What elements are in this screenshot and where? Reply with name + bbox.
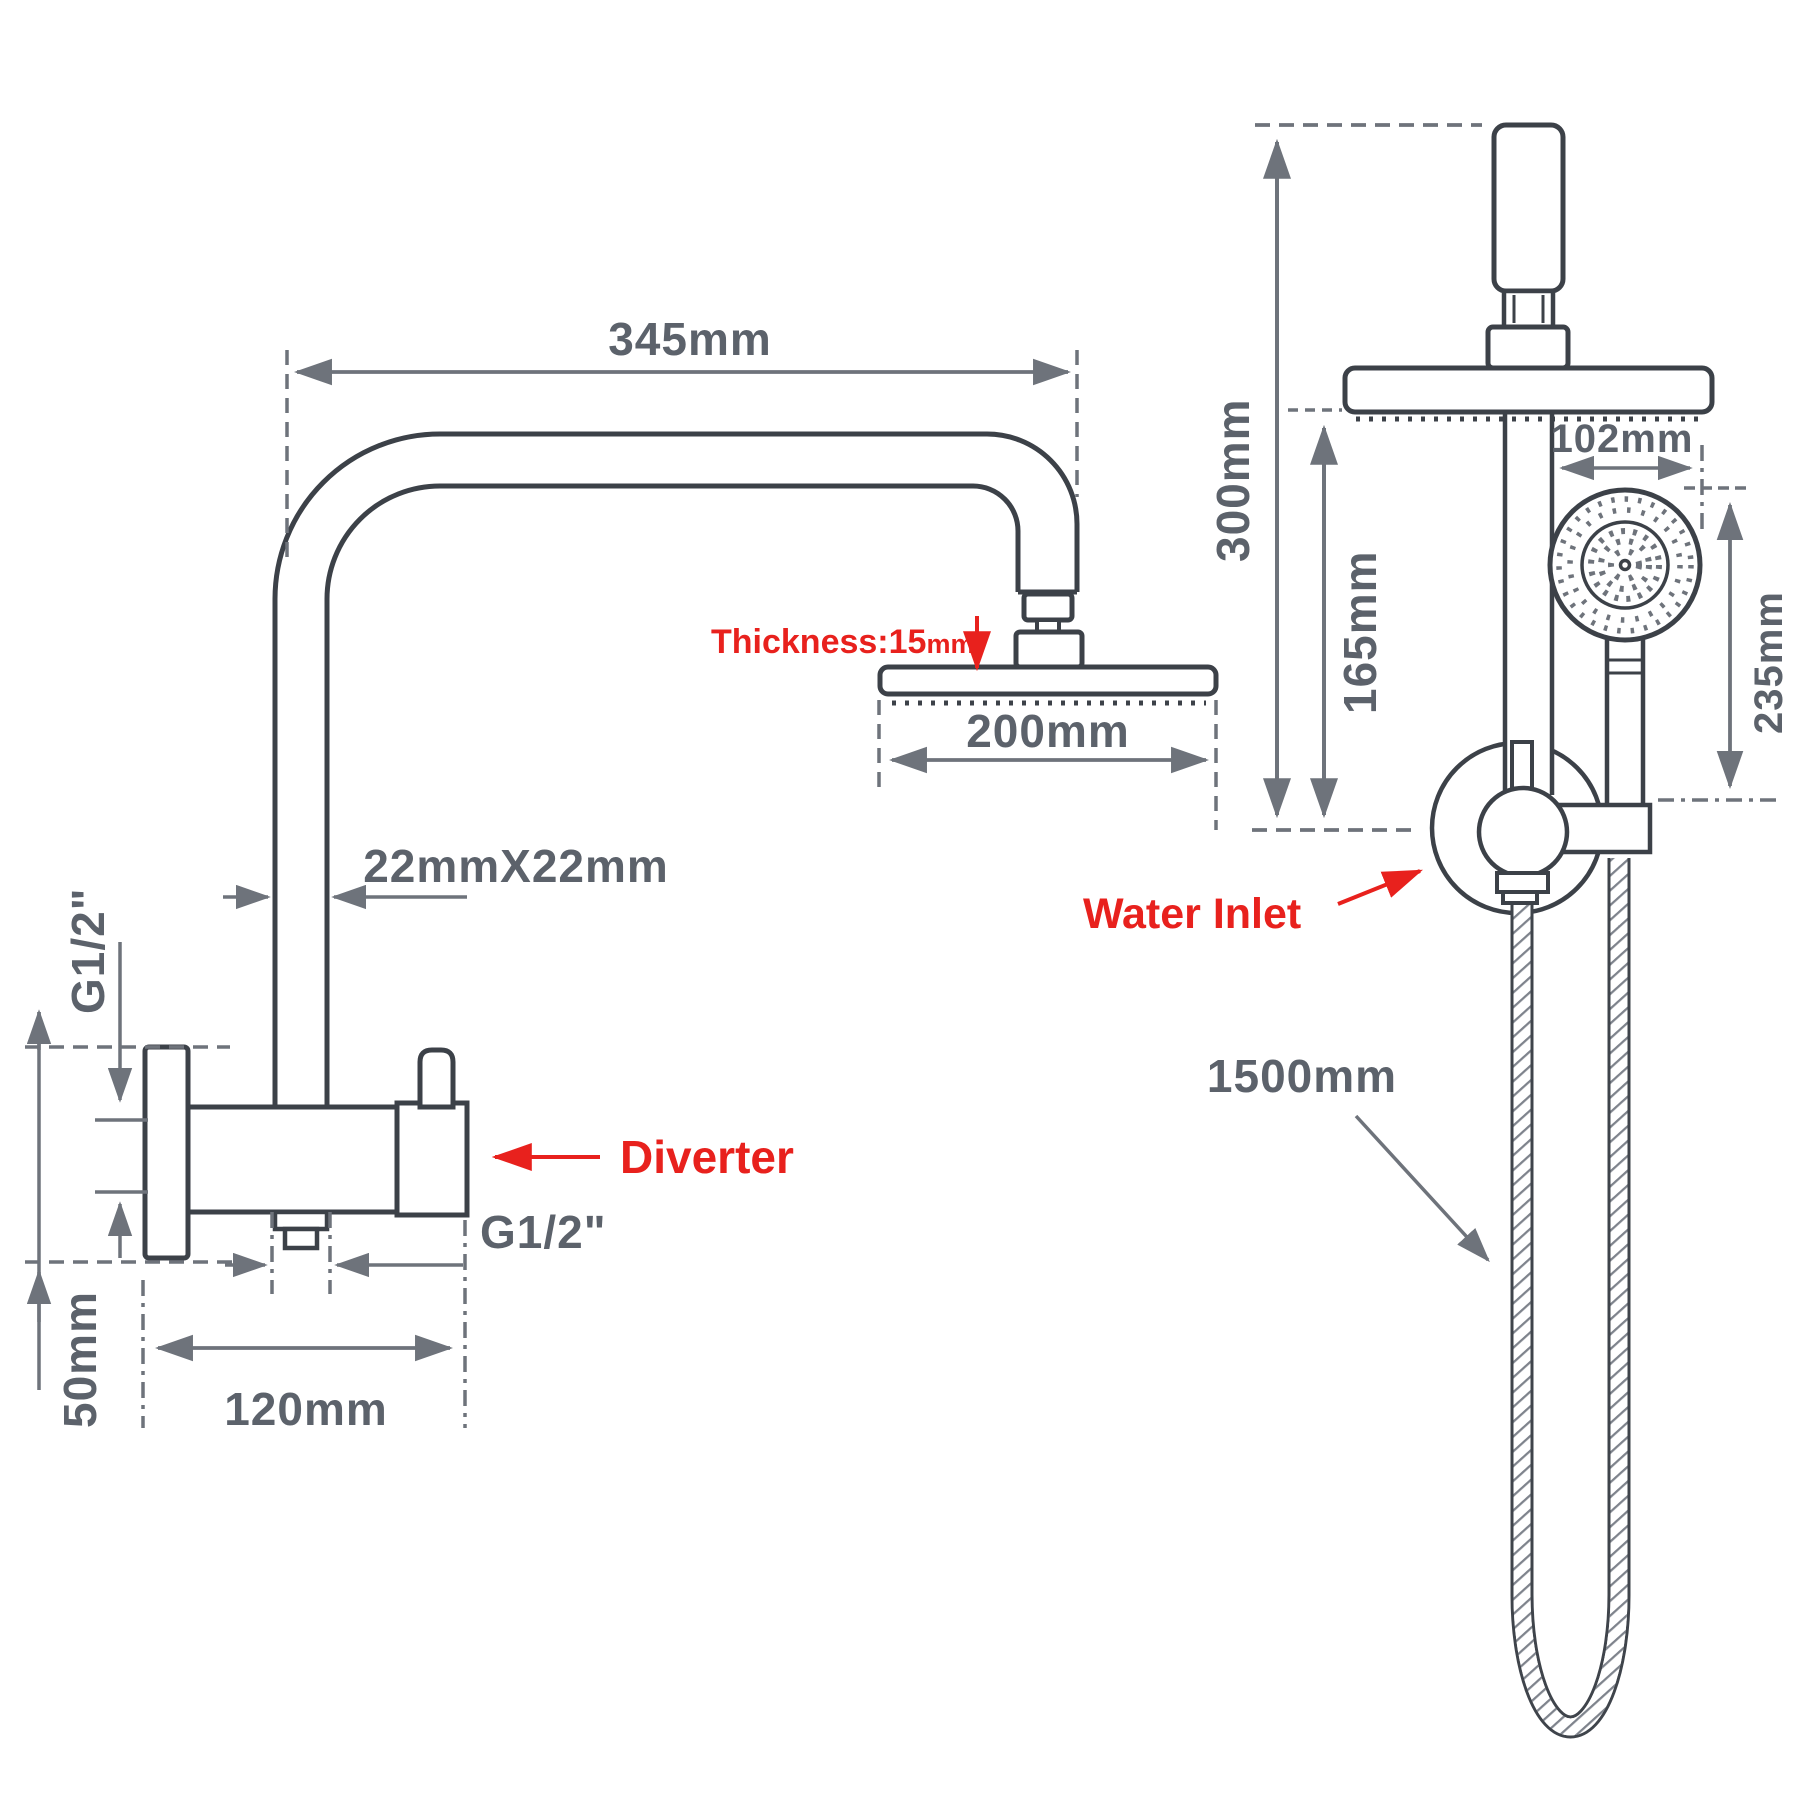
spray-center-rim [1580, 520, 1670, 610]
outlet-step-upper [272, 1209, 330, 1232]
rail-fill [1505, 412, 1552, 795]
thread-top-label: G1/2" [62, 887, 114, 1014]
diverter-callout: Diverter [620, 1131, 794, 1183]
spray-dot-ring-outer [1556, 496, 1694, 634]
diverter-body [185, 1104, 400, 1215]
spray-dot-ring-inner2 [1598, 538, 1652, 592]
water-inlet-boss [1476, 785, 1570, 879]
dim-handshower-width-label: 102mm [1551, 417, 1694, 461]
spray-dot-ring-inner3 [1608, 548, 1642, 582]
dim-body-width-label: 120mm [224, 1383, 388, 1435]
inlet-hose-nut-lower [1501, 890, 1539, 905]
hose-core [1513, 858, 1628, 1736]
outlet-step-lower [282, 1226, 320, 1251]
hose-hatch-texture [1513, 858, 1628, 1736]
thickness-callout: Thickness:15mm [711, 623, 974, 661]
right-red-callouts: Water Inlet [1083, 869, 1423, 938]
ceiling-riser-cylinder [1491, 122, 1566, 294]
water-inlet-arrow [1337, 869, 1423, 906]
right-assembly [1342, 122, 1715, 1739]
riser-connector-nut [1501, 288, 1556, 330]
handshower-face-rim [1547, 487, 1703, 643]
dim-handshower-length-label: 235mm [1747, 591, 1791, 734]
gooseneck-arm-inner-edge [324, 483, 1021, 1107]
thickness-callout-unit: mm [926, 629, 974, 659]
head-mount-adapter [1485, 324, 1571, 371]
water-inlet-callout: Water Inlet [1083, 890, 1301, 938]
dim-riser-height-label: 300mm [1207, 398, 1259, 562]
dim-pipe-section-label: 22mmX22mm [363, 840, 669, 892]
dim-hose-length-label: 1500mm [1207, 1050, 1397, 1102]
hose-length-pointer [1354, 1114, 1490, 1263]
dim-outlet-drop-label: 50mm [54, 1291, 106, 1428]
diverter-end-cap [394, 1100, 470, 1218]
overhead-shower-head-right [1342, 365, 1715, 415]
wall-flange-left [142, 1044, 191, 1261]
shower-hose [1510, 858, 1631, 1739]
inlet-hose-nut-upper [1495, 871, 1550, 894]
gooseneck-arm-outer-edge [272, 431, 1080, 1107]
dim-arm-reach-label: 345mm [608, 313, 772, 365]
handle-fill [1607, 632, 1643, 805]
diverter-knob [417, 1047, 456, 1110]
rail-end-screw [1510, 740, 1534, 794]
arm-connector-nut [1021, 591, 1075, 623]
head-swivel-block [1013, 629, 1085, 670]
dim-head-diameter-label: 200mm [966, 705, 1130, 757]
left-red-callouts: Thickness:15mm Diverter [491, 616, 991, 1183]
thickness-callout-value: Thickness:15 [711, 623, 926, 661]
spray-center-dot [1618, 558, 1632, 572]
thread-outlet-label: G1/2" [480, 1206, 607, 1258]
spray-dot-ring-mid [1567, 507, 1683, 623]
handshower-bracket [1554, 802, 1653, 855]
dim-rail-height-label: 165mm [1334, 550, 1386, 714]
left-assembly [142, 431, 1219, 1261]
right-dimensions: 300mm 165mm 102mm 235mm 1500mm [1207, 123, 1791, 1263]
handshower-head [1547, 487, 1703, 643]
spray-dot-ring-inner1 [1588, 528, 1662, 602]
left-dimensions: 345mm 22mmX22mm G1/2" 50mm G1/2" 120mm [25, 313, 1218, 1435]
overhead-shower-head-left [877, 664, 1219, 697]
hose-outline [1510, 858, 1631, 1739]
